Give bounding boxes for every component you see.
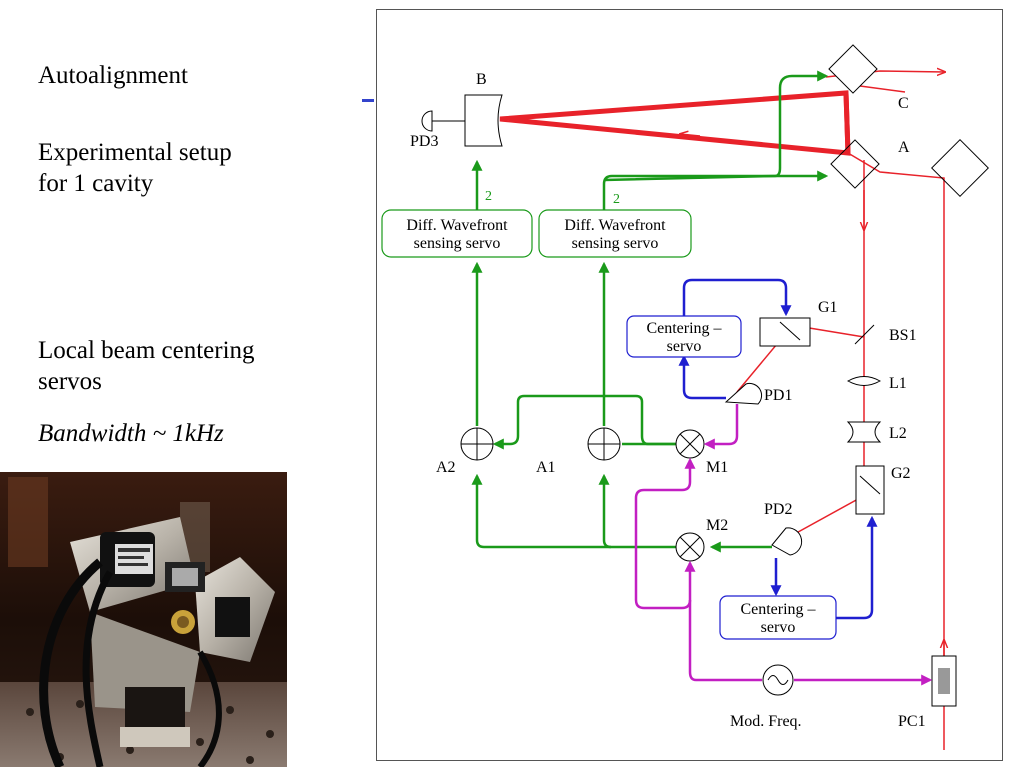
label-pd3: PD3 xyxy=(410,133,438,150)
slide-title: Autoalignment xyxy=(38,62,188,89)
label-bs1: BS1 xyxy=(889,327,917,344)
centering-servo-1: Centering – servo xyxy=(626,315,742,358)
dws-right-to-c xyxy=(603,70,829,182)
lens-l2 xyxy=(846,421,882,443)
cavity-return-arrow xyxy=(680,134,701,136)
osc-to-m2 xyxy=(684,560,762,682)
mirror-c xyxy=(828,44,878,94)
label-a1: A1 xyxy=(536,459,556,476)
input-beam xyxy=(847,152,945,750)
mirror-b xyxy=(464,94,503,147)
beamsplitter-bs1 xyxy=(854,324,875,345)
dws-left-line2: sensing servo xyxy=(414,235,501,252)
centering2-to-g2 xyxy=(836,515,878,620)
centering1-line1: Centering – xyxy=(646,320,722,337)
dws-servo-left: Diff. Wavefront sensing servo xyxy=(381,209,533,258)
pd1-to-m1 xyxy=(703,404,739,450)
cavity-mirror-link xyxy=(843,92,851,154)
label-m1: M1 xyxy=(706,459,728,476)
steering-mirror xyxy=(931,139,989,197)
g2-mirror xyxy=(859,475,881,495)
lens-l1 xyxy=(846,376,882,386)
dws-right-line2: sensing servo xyxy=(572,235,659,252)
blue-dash-marker xyxy=(362,99,374,102)
setup-line-1: Experimental setup xyxy=(38,139,232,166)
summing-node-a2 xyxy=(460,427,494,461)
osc-to-m1 xyxy=(634,457,696,610)
optical-setup-diagram: Diff. Wavefront sensing servo Diff. Wave… xyxy=(381,44,989,750)
label-l1: L1 xyxy=(889,375,907,392)
pd1-to-centering1 xyxy=(678,354,726,400)
quadrant-g1 xyxy=(759,317,811,347)
mixer-m1 xyxy=(675,429,705,459)
centering1-line2: servo xyxy=(667,338,702,355)
oscillator xyxy=(762,664,794,696)
m2-to-a2 xyxy=(471,473,676,549)
label-pc1: PC1 xyxy=(898,713,926,730)
label-g1: G1 xyxy=(818,299,838,316)
pockels-crystal xyxy=(938,668,950,694)
apparatus-photo xyxy=(0,472,287,767)
label-pd2: PD2 xyxy=(764,501,792,518)
setup-caption: Experimental setup for 1 cavity xyxy=(38,137,338,199)
component-labels: B C A PD3 G1 BS1 L1 L2 G2 PD1 PD2 M1 M2 … xyxy=(410,71,926,730)
photodiode-pd3 xyxy=(421,110,433,132)
m1-to-a2 xyxy=(492,394,676,450)
dws-right-to-a xyxy=(602,170,829,210)
centering2-line2: servo xyxy=(761,619,796,636)
diagram-frame: Diff. Wavefront sensing servo Diff. Wave… xyxy=(376,9,1003,761)
local-line-1: Local beam centering xyxy=(38,337,255,364)
label-m2: M2 xyxy=(706,517,728,534)
centering2-line1: Centering – xyxy=(740,601,816,618)
label-num-left: 2 xyxy=(485,189,492,204)
cavity-beam xyxy=(499,90,851,156)
label-g2: G2 xyxy=(891,465,911,482)
g1-mirror xyxy=(779,321,801,341)
dws-servo-right: Diff. Wavefront sensing servo xyxy=(538,209,692,258)
photodiode-pd1 xyxy=(724,382,763,405)
dws-left-line1: Diff. Wavefront xyxy=(406,217,508,234)
label-l2: L2 xyxy=(889,425,907,442)
local-line-2: servos xyxy=(38,368,102,395)
centering-servo-2: Centering – servo xyxy=(719,595,837,640)
apparatus-photo-drawing xyxy=(0,472,287,767)
label-a2: A2 xyxy=(436,459,456,476)
modulation-signals xyxy=(634,404,933,686)
dws-right-line1: Diff. Wavefront xyxy=(564,217,666,234)
m2-to-a1 xyxy=(598,473,612,549)
laser-beams xyxy=(499,71,945,750)
sine-icon xyxy=(767,675,789,685)
quadrant-g2 xyxy=(855,465,885,515)
mirror-c-leak xyxy=(859,85,906,93)
setup-line-2: for 1 cavity xyxy=(38,170,154,197)
optics xyxy=(421,44,989,707)
label-num-right: 2 xyxy=(613,192,620,207)
local-servo-caption: Local beam centering servos xyxy=(38,335,338,397)
mixer-m2 xyxy=(675,532,705,562)
label-c: C xyxy=(898,95,909,112)
label-a: A xyxy=(898,139,910,156)
summing-node-a1 xyxy=(587,427,621,461)
mirror-a xyxy=(830,139,880,189)
photodiode-pd2 xyxy=(771,527,803,556)
alignment-signals xyxy=(471,70,829,553)
label-pd1: PD1 xyxy=(764,387,792,404)
pockels-cell-pc1 xyxy=(931,655,957,707)
label-b: B xyxy=(476,71,487,88)
centering1-to-g1 xyxy=(682,278,792,318)
bandwidth-note: Bandwidth ~ 1kHz xyxy=(38,420,224,447)
centering-signals xyxy=(678,278,878,620)
label-mod-freq: Mod. Freq. xyxy=(730,713,802,730)
